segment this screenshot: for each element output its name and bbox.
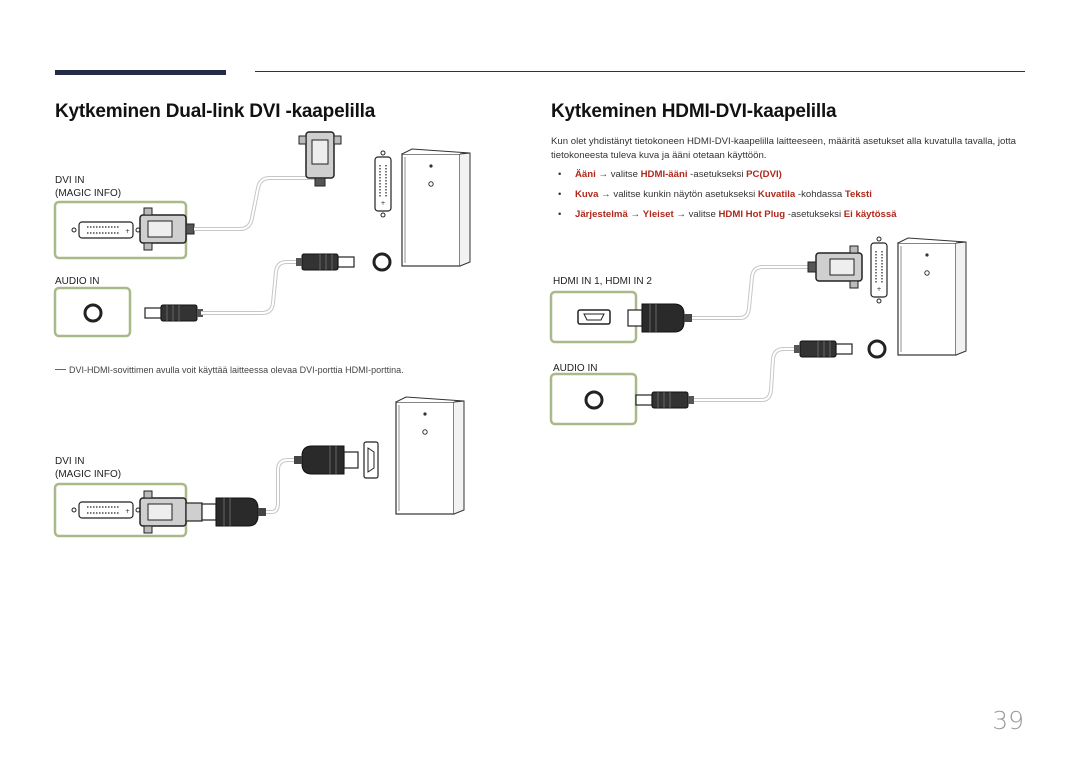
settings-step: •Kuva → valitse kunkin näytön asetukseks… xyxy=(558,189,872,200)
audio-jack-icon-right xyxy=(584,390,604,410)
dvi-in-label-2: DVI IN(MAGIC INFO) xyxy=(55,456,122,480)
audio-in-label: AUDIO IN xyxy=(55,276,100,287)
audio-in-label-right: AUDIO IN xyxy=(553,363,598,374)
computer-icon-2 xyxy=(395,396,465,515)
hdmi-port-icon xyxy=(577,309,611,325)
pc-dvi-port-icon xyxy=(374,150,392,218)
settings-steps-list: •Ääni → valitse HDMI-ääni -asetukseksi P… xyxy=(558,168,897,228)
page-number: 39 xyxy=(992,706,1024,735)
hdmi-cable-plug-icon xyxy=(627,303,693,333)
right-hdmi-dvi-diagram xyxy=(549,236,967,426)
left-section-title: Kytkeminen Dual-link DVI -kaapelilla xyxy=(55,101,376,122)
header-rule xyxy=(255,71,1025,72)
dvi-port-icon xyxy=(71,221,141,239)
left-dvi-diagram xyxy=(53,131,471,338)
audio-jack-icon xyxy=(83,303,103,323)
hdmi-in-label: HDMI IN 1, HDMI IN 2 xyxy=(553,276,652,287)
settings-step: •Järjestelmä → Yleiset → valitse HDMI Ho… xyxy=(558,209,897,220)
audio-plug-icon-right xyxy=(635,391,695,409)
pc-hdmi-port-icon xyxy=(363,441,379,479)
pc-dvi-port-icon-right xyxy=(870,236,888,304)
pc-audio-jack-icon xyxy=(372,252,392,272)
audio-plug-icon xyxy=(144,304,204,322)
computer-icon-right xyxy=(897,237,967,356)
header-accent-bar xyxy=(55,70,226,75)
dvi-port-icon-2 xyxy=(71,501,141,519)
left-adapter-diagram xyxy=(53,396,465,538)
computer-icon xyxy=(401,148,471,267)
hdmi-plug-icon xyxy=(201,497,267,527)
right-section-title: Kytkeminen HDMI-DVI-kaapelilla xyxy=(551,101,837,122)
right-intro-text: Kun olet yhdistänyt tietokoneen HDMI-DVI… xyxy=(551,136,1017,161)
pc-audio-jack-icon-right xyxy=(867,339,887,359)
dvi-in-label: DVI IN(MAGIC INFO) xyxy=(55,175,122,199)
settings-step: •Ääni → valitse HDMI-ääni -asetukseksi P… xyxy=(558,169,782,180)
footnote: DVI-HDMI-sovittimen avulla voit käyttää … xyxy=(55,365,404,375)
